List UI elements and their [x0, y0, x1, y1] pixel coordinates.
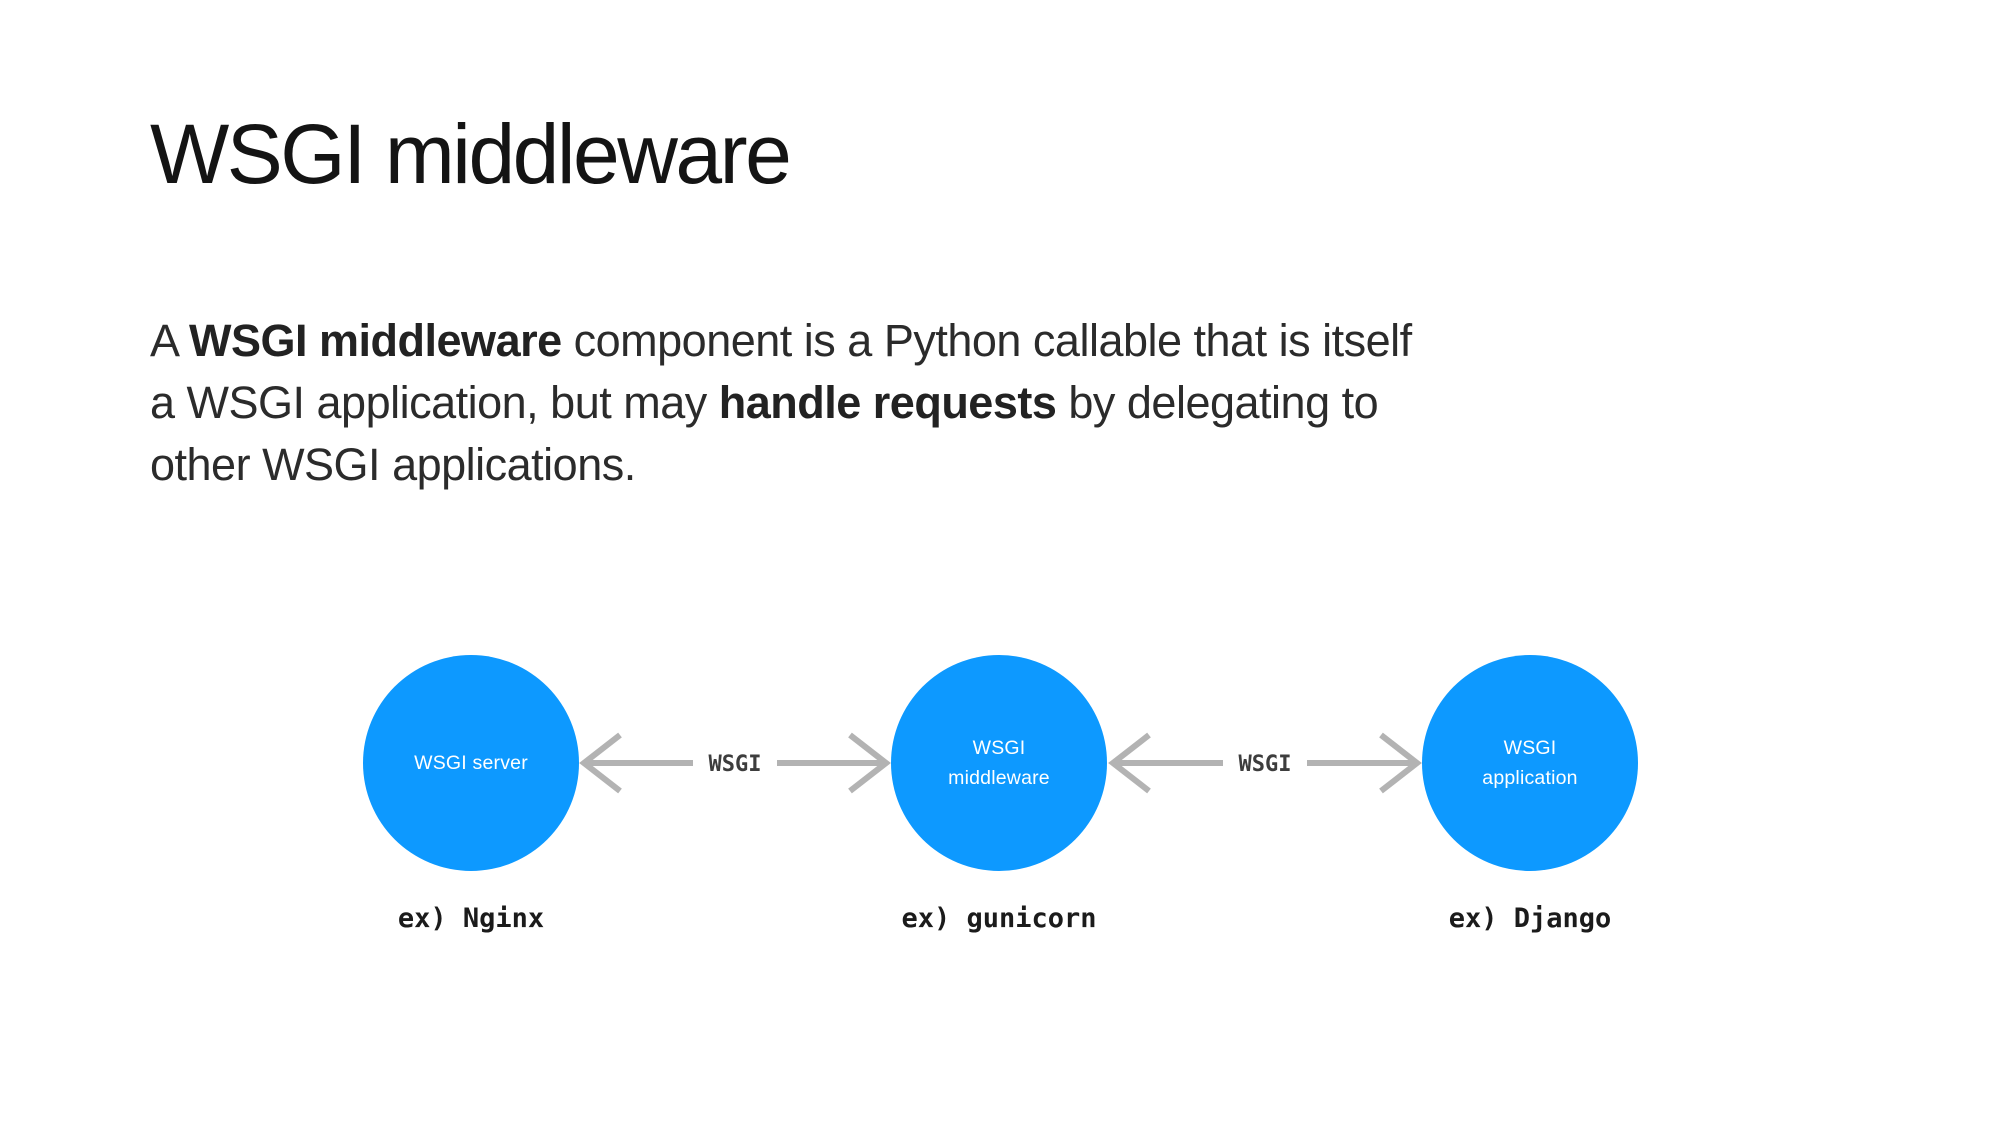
paragraph-bold-segment: WSGI middleware	[189, 315, 562, 366]
node-label: WSGI server	[414, 752, 528, 774]
arrowhead-left-icon	[1108, 732, 1151, 794]
paragraph-segment: A	[150, 315, 190, 366]
paragraph-segment: component is a Python callable that is i…	[150, 315, 1412, 428]
node-caption-ex-nginx: ex) Nginx	[397, 903, 545, 934]
wsgi-arrow: WSGI	[1108, 732, 1422, 794]
arrowhead-left-icon	[579, 732, 622, 794]
paragraph-segment: by delegating to other WSGI applications…	[150, 377, 1379, 490]
page-title: WSGI middleware	[150, 107, 792, 201]
description-paragraph: A WSGI middleware component is a Python …	[150, 310, 1870, 496]
wsgi-arrow: WSGI	[579, 732, 891, 794]
node-caption-ex-gunicorn: ex) gunicorn	[901, 903, 1097, 934]
node-caption-ex-django: ex) Django	[1448, 903, 1612, 934]
arrowhead-right-icon	[848, 732, 891, 794]
arrow-label: WSGI	[709, 752, 762, 777]
paragraph-bold-segment: handle requests	[718, 377, 1057, 428]
diagram-node-wsgi-server: WSGI server	[363, 655, 579, 871]
arrowhead-right-icon	[1379, 732, 1422, 794]
arrow-label: WSGI	[1239, 752, 1292, 777]
